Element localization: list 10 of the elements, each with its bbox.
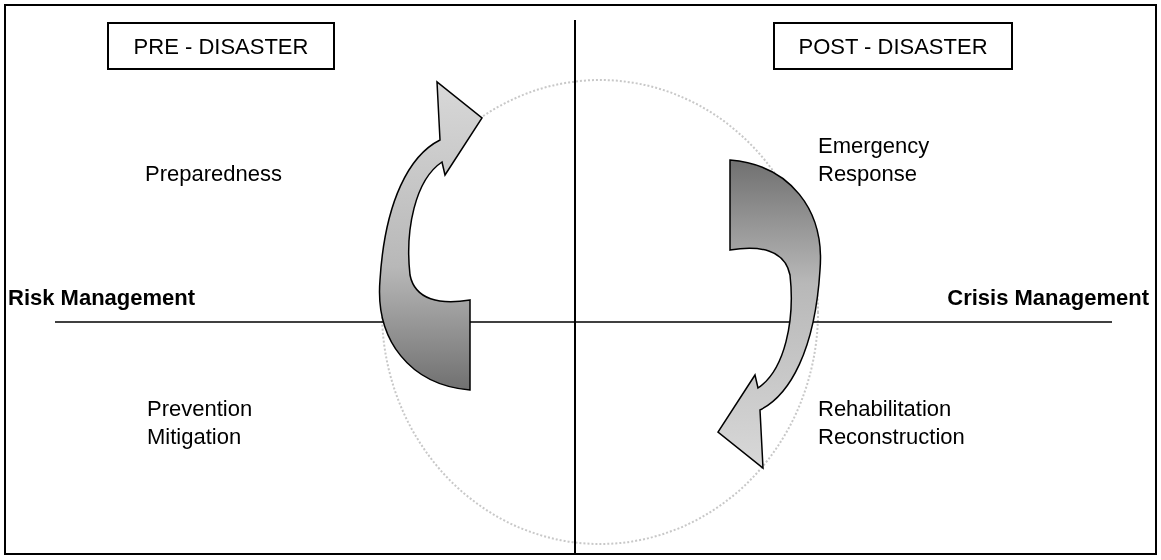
phase-label: Crisis Management bbox=[946, 284, 1149, 312]
phase-label: Preparedness bbox=[145, 160, 283, 188]
phase-title: PRE - DISASTER bbox=[133, 32, 309, 61]
phase-label: Emergency Response bbox=[818, 132, 931, 188]
phase-box bbox=[107, 22, 335, 70]
phase-label: Rehabilitation Reconstruction bbox=[818, 395, 966, 451]
phase-label: Prevention Mitigation bbox=[147, 395, 254, 451]
phase-title: POST - DISASTER bbox=[798, 32, 988, 61]
phase-box bbox=[773, 22, 1013, 70]
phase-label: Risk Management bbox=[8, 284, 197, 312]
